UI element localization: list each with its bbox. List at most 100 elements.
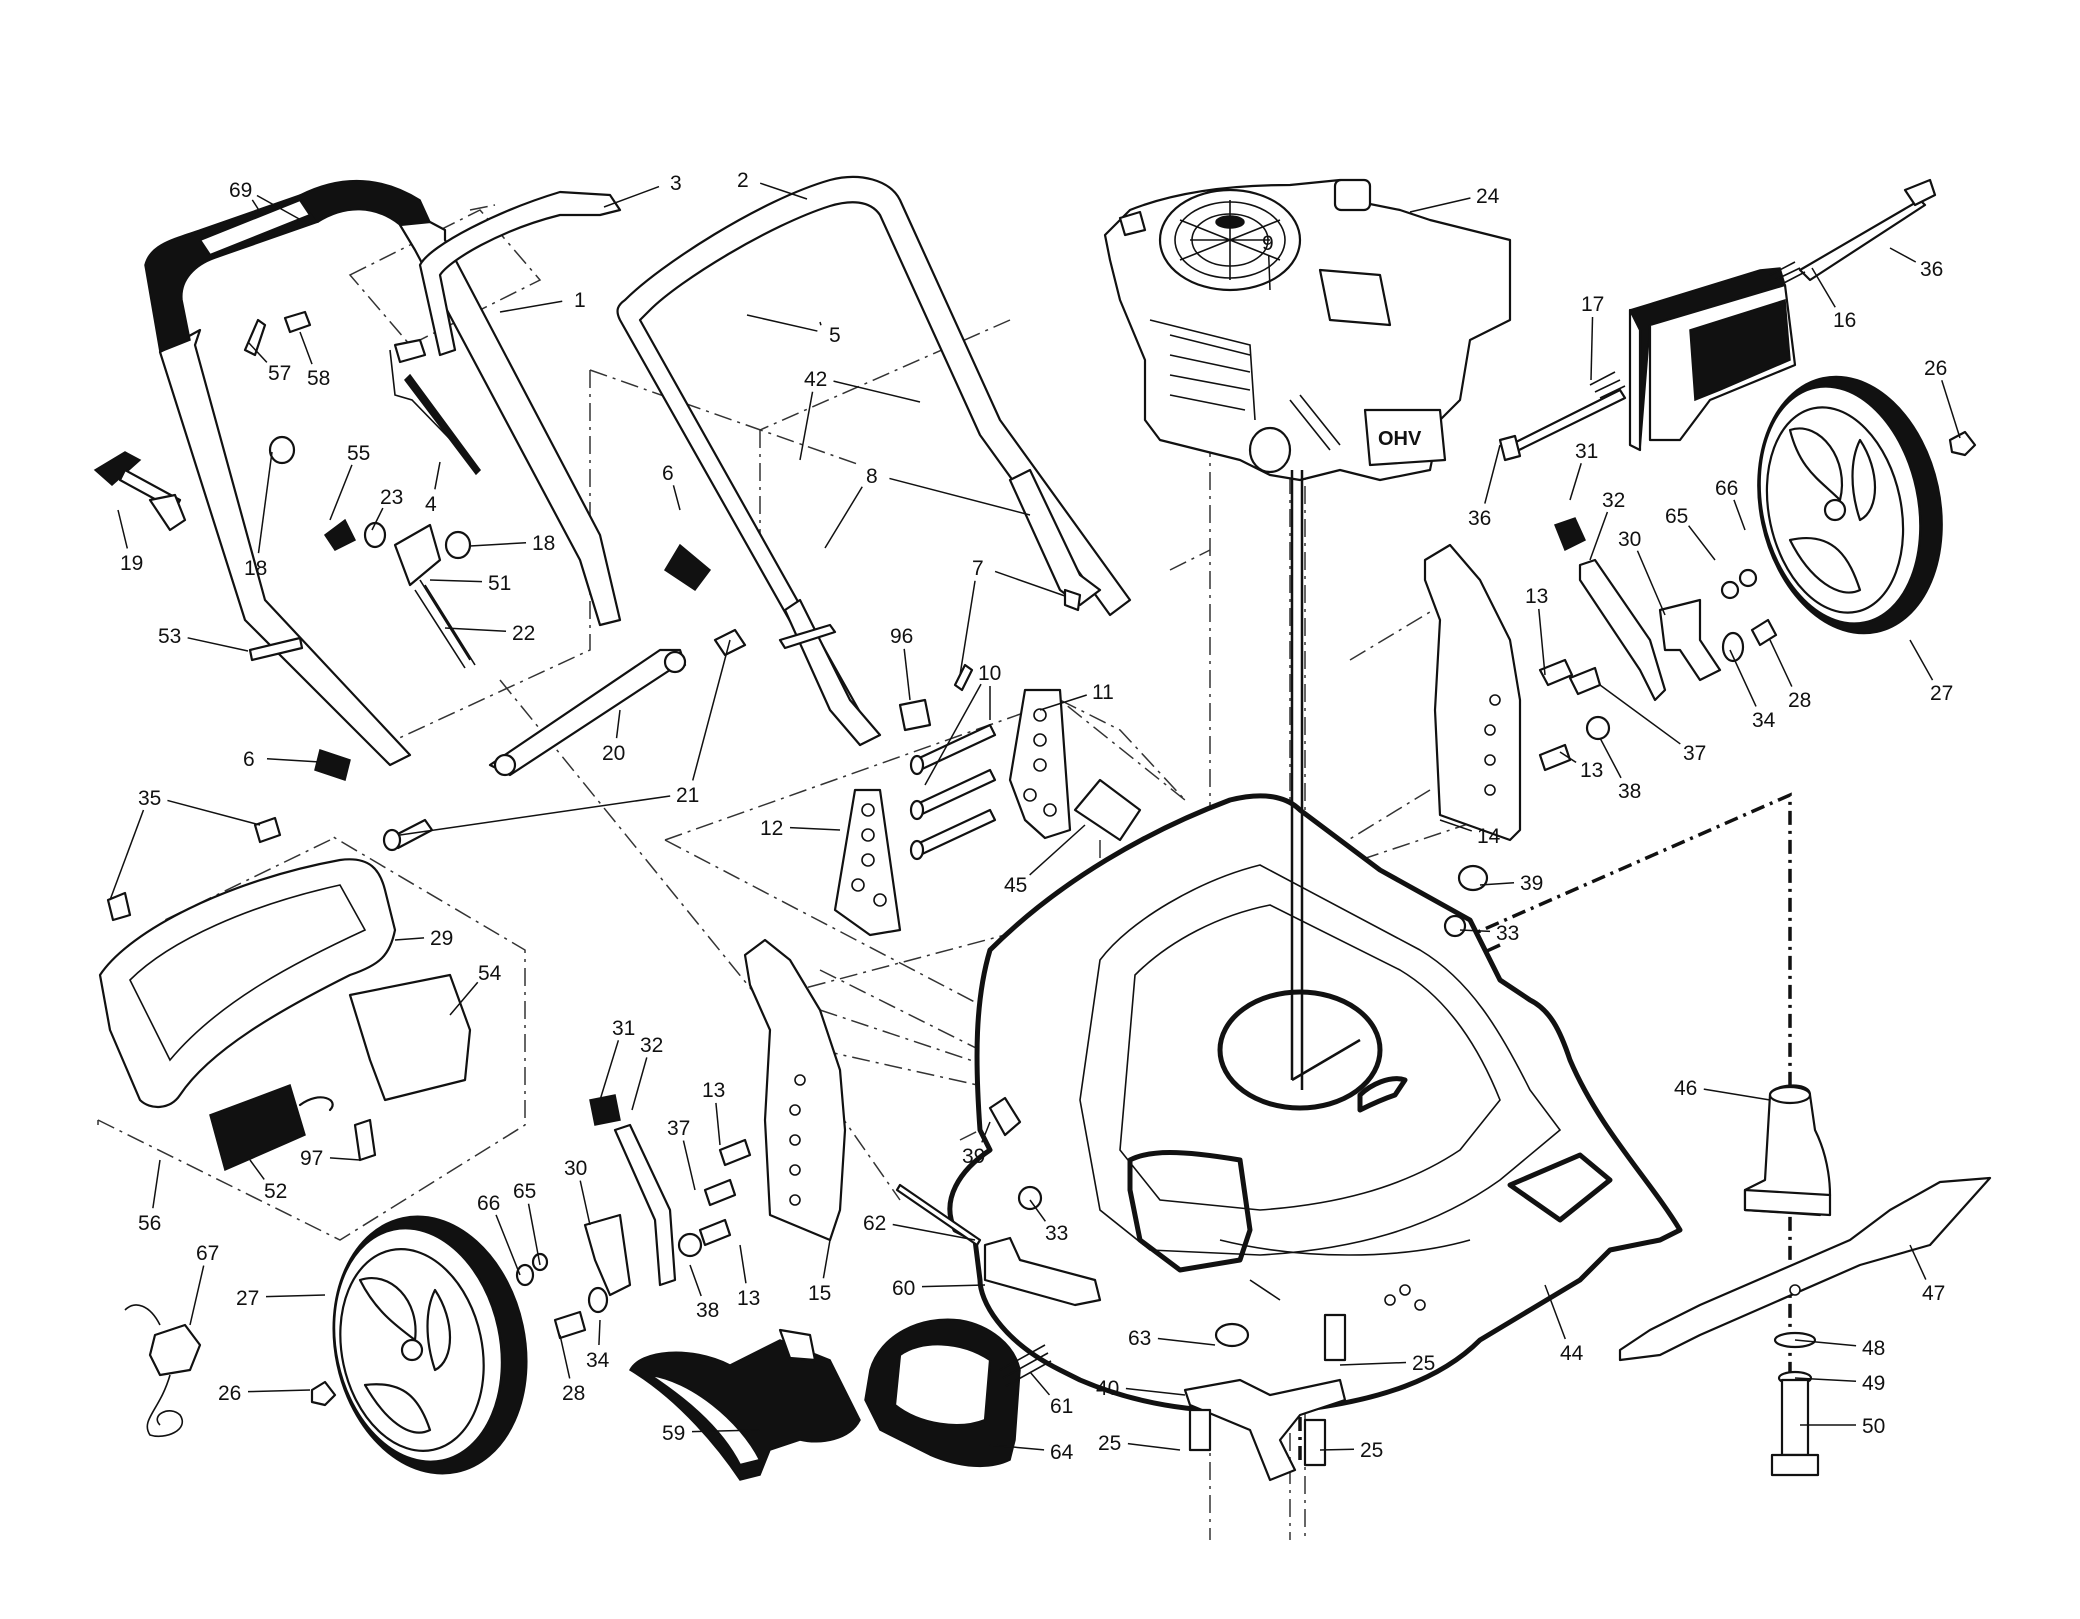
callout-26: 26 bbox=[1924, 357, 1947, 380]
callout-27: 27 bbox=[236, 1287, 259, 1310]
control-bar bbox=[389, 190, 622, 476]
callout-33: 33 bbox=[1496, 922, 1519, 945]
engine: OHV bbox=[1103, 178, 1512, 482]
callout-28: 28 bbox=[562, 1382, 585, 1405]
callout-32: 32 bbox=[640, 1034, 663, 1057]
callout-28: 28 bbox=[1788, 689, 1811, 712]
callout-10: 10 bbox=[978, 662, 1001, 685]
callout-63: 63 bbox=[1128, 1327, 1151, 1350]
callout-leader-9 bbox=[1267, 255, 1271, 291]
callout-37: 37 bbox=[1683, 742, 1706, 765]
callout-leader-47 bbox=[1909, 1244, 1927, 1280]
cable-clips bbox=[778, 588, 1082, 732]
front-wheel-left bbox=[310, 1215, 528, 1475]
callout-26: 26 bbox=[218, 1382, 241, 1405]
callout-leader-69 bbox=[256, 194, 311, 226]
callout-36: 36 bbox=[1920, 258, 1943, 281]
callout-leader-69 bbox=[251, 199, 263, 216]
rear-door bbox=[1628, 267, 1797, 452]
callout-leader-46 bbox=[1703, 1088, 1771, 1101]
battery-charger bbox=[124, 1304, 202, 1437]
callout-leader-38 bbox=[1599, 737, 1622, 779]
callout-25: 25 bbox=[1360, 1439, 1383, 1462]
callout-leader-60 bbox=[921, 1284, 986, 1288]
callout-4: 4 bbox=[425, 493, 437, 516]
callout-leader-56 bbox=[152, 1159, 161, 1209]
callout-22: 22 bbox=[512, 622, 535, 645]
lower-handle bbox=[616, 175, 1132, 747]
callout-6: 6 bbox=[662, 462, 674, 485]
callout-17: 17 bbox=[1581, 293, 1604, 316]
callout-leader-59 bbox=[691, 1429, 761, 1433]
callout-leader-39 bbox=[1479, 882, 1515, 886]
callout-leader-29 bbox=[394, 937, 425, 941]
callout-leader-28 bbox=[559, 1334, 571, 1379]
callout-44: 44 bbox=[1560, 1342, 1584, 1365]
callout-leader-1 bbox=[499, 300, 563, 313]
engine-drop-lines bbox=[1290, 470, 1361, 1090]
callout-67: 67 bbox=[196, 1242, 219, 1265]
callout-leader-34 bbox=[598, 1319, 601, 1346]
callout-leader-65 bbox=[527, 1203, 541, 1266]
callout-42: 42 bbox=[804, 368, 827, 391]
callout-2: 2 bbox=[737, 169, 749, 192]
right-rear-bracket bbox=[1423, 543, 1611, 938]
callout-66: 66 bbox=[477, 1192, 500, 1215]
callout-leader-27 bbox=[265, 1294, 326, 1298]
callout-leader-16 bbox=[1811, 267, 1836, 308]
left-height-adjusters bbox=[515, 1094, 752, 1340]
callout-leader-45 bbox=[1029, 824, 1086, 876]
callout-leader-30 bbox=[1636, 550, 1666, 616]
callout-leader-27 bbox=[1909, 639, 1934, 681]
callout-61: 61 bbox=[1050, 1395, 1073, 1418]
callout-leader-26 bbox=[1941, 380, 1961, 439]
callout-leader-66 bbox=[495, 1214, 521, 1276]
callout-leader-19 bbox=[117, 509, 129, 549]
callout-leader-35 bbox=[109, 809, 145, 901]
callout-1: 1 bbox=[574, 289, 586, 312]
right-height-adjusters bbox=[1554, 517, 1778, 702]
callout-30: 30 bbox=[564, 1157, 587, 1180]
callout-leader-20 bbox=[615, 709, 621, 739]
callout-leader-97 bbox=[329, 1157, 361, 1161]
callout-leader-6 bbox=[266, 758, 321, 763]
callout-leader-57 bbox=[247, 341, 268, 363]
callout-leader-10 bbox=[924, 683, 982, 786]
blade-assembly bbox=[1618, 1084, 1992, 1477]
callout-56: 56 bbox=[138, 1212, 161, 1235]
callout-leader-2 bbox=[759, 182, 808, 200]
callout-leader-25 bbox=[1319, 1448, 1355, 1451]
callout-24: 24 bbox=[1476, 185, 1500, 208]
callout-38: 38 bbox=[696, 1299, 719, 1322]
callout-leader-63 bbox=[1157, 1337, 1216, 1346]
deck-bottom-hardware bbox=[1183, 1313, 1347, 1482]
callout-leader-8 bbox=[824, 486, 863, 549]
callout-leader-23 bbox=[371, 507, 384, 531]
callout-leader-24 bbox=[1409, 197, 1471, 213]
callout-leader-13 bbox=[739, 1244, 747, 1284]
callout-leader-14 bbox=[1439, 819, 1473, 832]
callout-5: 5 bbox=[829, 324, 841, 347]
callout-65: 65 bbox=[1665, 505, 1688, 528]
callout-leader-33 bbox=[1029, 1199, 1047, 1222]
callout-97: 97 bbox=[300, 1147, 323, 1170]
callout-leader-13 bbox=[715, 1102, 721, 1146]
callout-leader-5 bbox=[746, 314, 818, 332]
callout-leader-39 bbox=[981, 1121, 991, 1143]
callout-leader-3 bbox=[603, 185, 660, 208]
callout-25: 25 bbox=[1412, 1352, 1435, 1375]
callout-leader-15 bbox=[822, 1239, 831, 1279]
callout-leader-42 bbox=[833, 380, 921, 403]
callout-64: 64 bbox=[1050, 1441, 1074, 1464]
callout-leader-35 bbox=[167, 799, 261, 826]
callout-leader-31 bbox=[1569, 463, 1582, 501]
callout-19: 19 bbox=[120, 552, 143, 575]
callout-31: 31 bbox=[612, 1017, 635, 1040]
callout-57: 57 bbox=[268, 362, 291, 385]
callout-38: 38 bbox=[1618, 780, 1641, 803]
callout-31: 31 bbox=[1575, 440, 1598, 463]
callout-leader-33 bbox=[1459, 929, 1491, 933]
callout-13: 13 bbox=[702, 1079, 725, 1102]
callout-34: 34 bbox=[1752, 709, 1776, 732]
callout-leader-54 bbox=[449, 981, 479, 1016]
